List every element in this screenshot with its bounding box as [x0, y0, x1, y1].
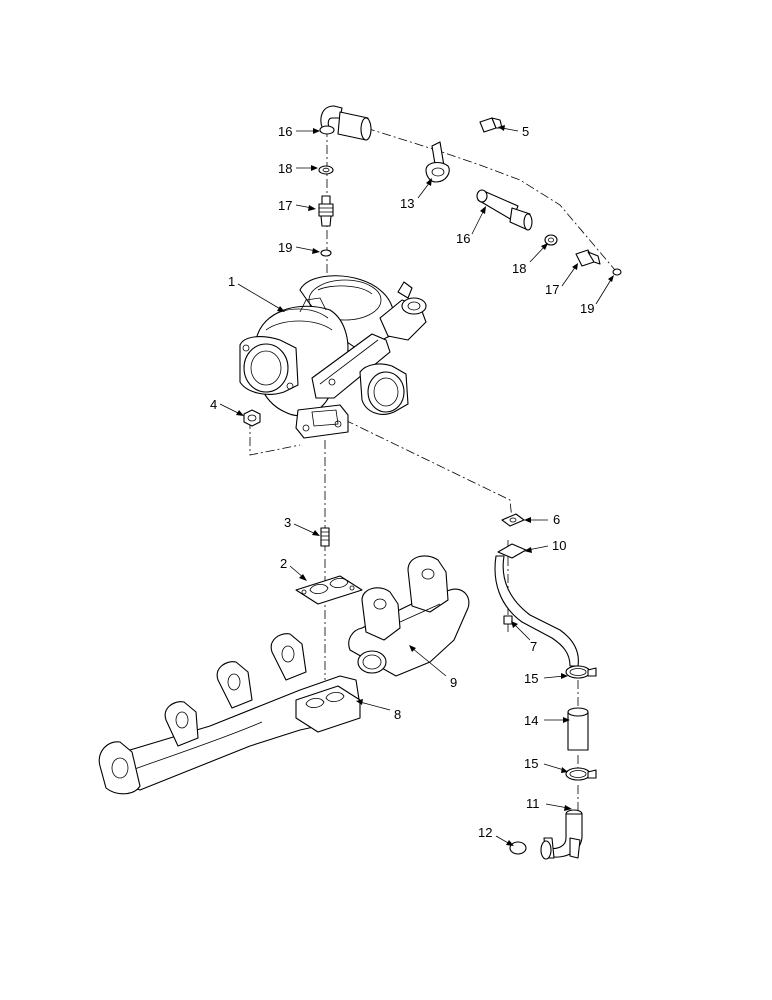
callout-6: 6: [553, 512, 560, 527]
hose-clamp-upper: [565, 665, 597, 679]
turbo-flange-gasket: [295, 575, 363, 605]
callout-12: 12: [478, 825, 492, 840]
callout-16-upper: 16: [278, 124, 292, 139]
callout-8: 8: [394, 707, 401, 722]
callout-5: 5: [522, 124, 529, 139]
drain-tube-bolt: [503, 615, 513, 632]
sealing-washer-lower: [544, 234, 558, 246]
exhaust-manifold-rear: [348, 555, 470, 677]
callout-14: 14: [524, 713, 538, 728]
callout-17-lower: 17: [545, 282, 559, 297]
callout-3: 3: [284, 515, 291, 530]
callout-13: 13: [400, 196, 414, 211]
exhaust-manifold-front: [98, 633, 361, 795]
callout-1: 1: [228, 274, 235, 289]
banjo-bolt: [479, 117, 503, 133]
callout-9: 9: [450, 675, 457, 690]
hex-nut: [243, 409, 261, 427]
callout-16-lower: 16: [456, 231, 470, 246]
mounting-stud: [320, 527, 330, 547]
callout-15-lower: 15: [524, 756, 538, 771]
alignment-lines: [249, 127, 616, 810]
callout-19-upper: 19: [278, 240, 292, 255]
callout-7: 7: [530, 639, 537, 654]
callout-4: 4: [210, 397, 217, 412]
callout-11: 11: [526, 796, 540, 811]
o-ring-lower: [612, 268, 622, 276]
hose-clamp-lower: [565, 767, 597, 781]
callout-17-upper: 17: [278, 198, 292, 213]
callout-19-lower: 19: [580, 301, 594, 316]
turbocharger-assembly: [239, 275, 427, 439]
drain-elbow-tube: [540, 809, 583, 860]
adapter-fitting-lower: [575, 249, 601, 267]
drain-o-ring: [509, 841, 527, 855]
callout-18-lower: 18: [512, 261, 526, 276]
callout-15-upper: 15: [524, 671, 538, 686]
callout-2: 2: [280, 556, 287, 571]
drain-hose: [567, 707, 589, 751]
oil-feed-elbow-fitting-upper: [319, 105, 372, 141]
sealing-washer-upper: [318, 165, 334, 175]
leader-lines: [219, 125, 614, 846]
drain-tube-gasket: [501, 513, 525, 527]
oil-line-bracket: [425, 141, 450, 183]
adapter-fitting-upper: [318, 195, 334, 227]
callout-labels: 16 18 17 19 5 13 16 18 17 19 1 4 3 2 6 1…: [210, 124, 594, 840]
callout-10: 10: [552, 538, 566, 553]
oil-feed-fitting-lower: [476, 189, 533, 231]
o-ring-upper: [320, 249, 332, 257]
callout-18-upper: 18: [278, 161, 292, 176]
